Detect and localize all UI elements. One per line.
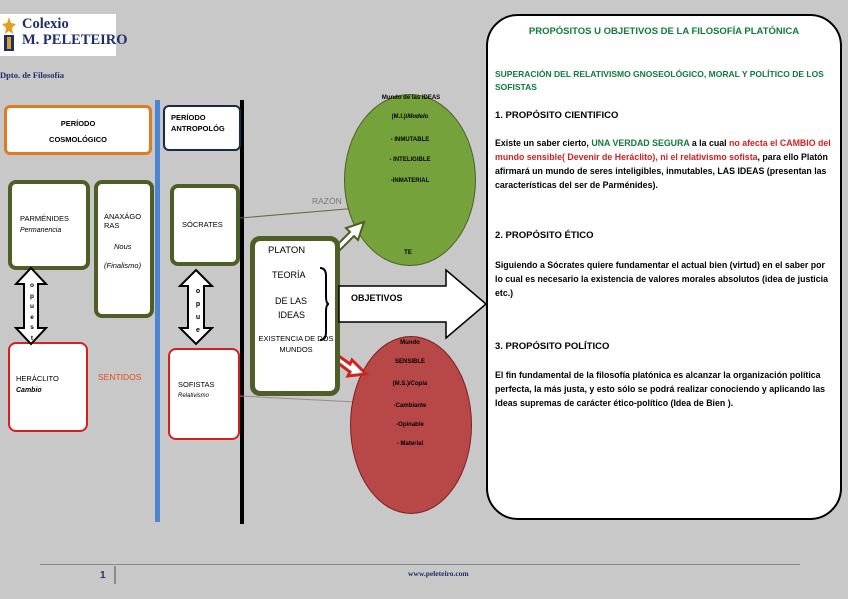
anaxagoras-nous: Nous (114, 242, 132, 251)
teoria-label: TEORÍA (272, 270, 306, 280)
mi-modelo-label: (M.I.)/Modelo (365, 114, 455, 120)
opuesto-letter: u (195, 314, 201, 321)
razon-connector (240, 207, 359, 219)
section-heading-etico: 2. PROPÓSITO ÉTICO (495, 230, 594, 241)
section-body-cientifico: Existe un saber cierto, UNA VERDAD SEGUR… (495, 136, 833, 192)
logo-line1: Colexio (22, 16, 69, 32)
period-antropologico-box: PERÍODO ANTROPOLÓG (163, 105, 241, 151)
page-number: 1 (100, 570, 106, 581)
opinable-label: -Opinable (396, 422, 424, 428)
department-label: Dpto. de Filosofía (0, 70, 64, 80)
body1-cambio: no afecta el CAMBIO del mundo sensible( … (495, 138, 831, 162)
panel-subtitle: SUPERACIÓN DEL RELATIVISMO GNOSEOLÓGICO,… (495, 69, 824, 92)
de-las-label: DE LAS (275, 296, 308, 306)
heraclito-label: HERÁCLITO (16, 374, 59, 383)
logo-text: Colexio M. PELETEIRO (22, 16, 128, 48)
parmenides-box: PARMÉNIDES Permanencia (8, 180, 90, 270)
panel-title: PROPÓSITOS U OBJETIVOS DE LA FILOSOFÍA P… (528, 26, 800, 37)
opuesto-letter: u (30, 303, 34, 310)
opuesto-letter: o (195, 288, 201, 295)
period-cosmo-label1: PERÍODO (60, 119, 96, 128)
objectives-panel (486, 14, 842, 520)
website-link[interactable]: www.peleteiro.com (408, 569, 469, 578)
sentidos-connector (240, 395, 357, 403)
connector-arrow-up-icon (332, 220, 366, 252)
section-body-etico: Siguiendo a Sócrates quiere fundamentar … (495, 260, 828, 298)
heraclito-sub: Cambio (16, 387, 42, 394)
socrates-box: SÓCRATES (170, 184, 240, 266)
opuesto-left-label: o p u e s t (28, 281, 36, 344)
existencia-label: EXISTENCIA DE DOS MUNDOS (258, 334, 334, 354)
college-logo-icon (2, 17, 16, 51)
body1-part-c: a la cual (689, 138, 730, 148)
curly-brace-icon (319, 267, 330, 341)
anaxagoras-finalismo: (Finalismo) (104, 261, 142, 270)
ideas-label: IDEAS (278, 310, 306, 320)
opuesto-letter: e (30, 313, 34, 321)
socrates-label: SÓCRATES (182, 220, 223, 229)
double-arrow-icon (14, 266, 48, 346)
college-logo: Colexio M. PELETEIRO (0, 14, 128, 56)
material-label: - Material (396, 441, 424, 447)
sofistas-label: SOFISTAS (178, 380, 215, 389)
mundo-ideas-label: Mundo de las IDEAS (381, 95, 441, 101)
mundo-ideas-ellipse (344, 94, 476, 266)
razon-label: RAZÓN (312, 196, 342, 206)
period-antro-label1: PERÍODO (171, 113, 206, 122)
sofistas-sub: Relativismo (178, 393, 210, 399)
opuesto-letter: s (30, 324, 34, 331)
period-antro-label2: ANTROPOLÓG (171, 124, 225, 133)
ms-prefix: (M.S.)/ (392, 381, 411, 387)
section-heading-politico: 3. PROPÓSITO POLÍTICO (495, 341, 610, 352)
page-number-divider (114, 566, 116, 584)
inmutable-label: - INMUTABLE (390, 137, 430, 143)
sentidos-label: SENTIDOS (98, 372, 142, 382)
opuesto-letter: e (196, 327, 200, 334)
body1-verdad: UNA VERDAD SEGURA (591, 138, 690, 148)
section-body-politico: El fin fundamental de la filosofía plató… (495, 370, 825, 408)
section-heading-cientifico: 1. PROPÓSITO CIENTIFICO (495, 110, 619, 121)
logo-line2: M. PELETEIRO (22, 32, 128, 48)
anaxagoras-label2: RAS (104, 221, 120, 230)
double-arrow-icon (178, 268, 214, 346)
mi-prefix: (M.I.)/ (391, 114, 408, 120)
objetivos-label: OBJETIVOS (351, 293, 403, 303)
period-cosmologico-box: PERÍODO COSMOLÓGICO (4, 105, 152, 155)
ms-copia-word: Copia (410, 381, 428, 387)
opuesto-letter: p (195, 301, 201, 308)
body1-part-e: , para ello Platón afirmará un mundo de … (495, 152, 828, 190)
sofistas-box: SOFISTAS Relativismo (168, 348, 240, 440)
parmenides-label: PARMÉNIDES (20, 214, 70, 223)
anaxagoras-label1: ANAXÁGO (104, 212, 142, 221)
opuesto-letter: p (30, 292, 34, 300)
period-cosmo-label2: COSMOLÓGICO (49, 135, 107, 144)
mi-modelo-word: Modelo (407, 114, 429, 120)
body1-part-a: Existe un saber cierto, (495, 138, 592, 148)
te-label: TE (404, 250, 412, 256)
platon-divider-line (240, 100, 244, 524)
right-arrow-icon (338, 268, 488, 340)
cambiante-label: -Cambiante (393, 403, 427, 409)
opuesto-letter: o (30, 282, 34, 289)
anaxagoras-box: ANAXÁGO RAS Nous (Finalismo) (94, 180, 154, 318)
inteligible-label: - INTELIGIBLE (389, 157, 431, 163)
footer-divider (40, 564, 800, 565)
inmaterial-label: -INMATERIAL (390, 178, 430, 184)
parmenides-sub: Permanencia (20, 227, 62, 234)
ms-copia-label: (M.S.)/Copia (370, 381, 450, 387)
platon-label: PLATON (268, 245, 306, 256)
mundo-sensible-ellipse (350, 336, 472, 514)
sensible-label: SENSIBLE (394, 359, 425, 365)
opuesto-right-label: o p u e (194, 285, 202, 337)
heraclito-box: HERÁCLITO Cambio (8, 342, 88, 432)
mundo-sensible-label: Mundo (400, 340, 420, 346)
opuesto-letter: t (30, 334, 34, 342)
period-divider-line (155, 100, 160, 522)
